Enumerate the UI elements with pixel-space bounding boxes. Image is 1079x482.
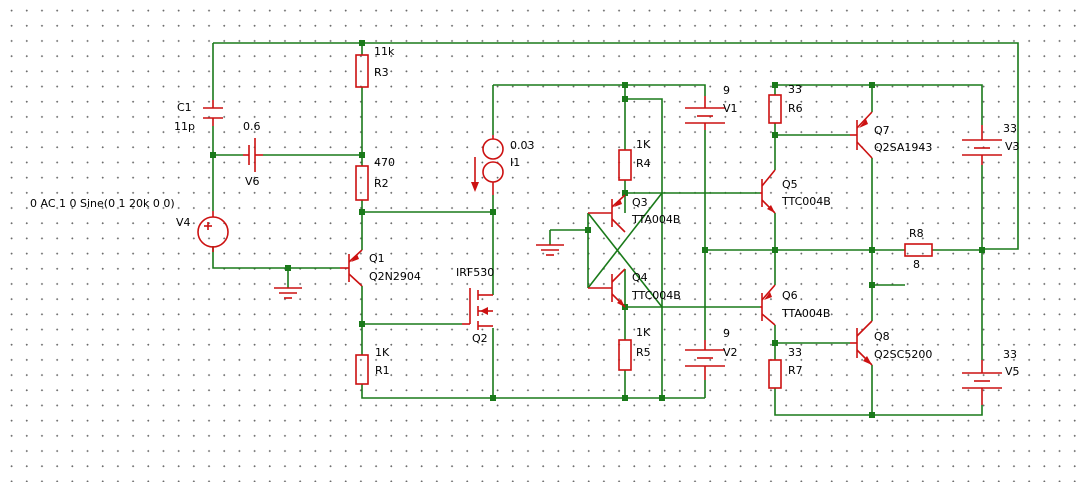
wires	[212, 42, 1019, 416]
v3-value: 33	[1003, 122, 1017, 135]
ground-symbol	[274, 287, 302, 299]
q2-model: IRF530	[456, 266, 494, 279]
v6-value: 0.6	[243, 120, 261, 133]
r5-value: 1K	[636, 326, 651, 339]
r7-value: 33	[788, 346, 802, 359]
r1-ref: R1	[375, 364, 390, 377]
i1-value: 0.03	[510, 139, 535, 152]
q7-model: Q2SA1943	[874, 141, 932, 154]
r8-value: 8	[913, 258, 920, 271]
labels: C1 11p 11k R3 0.6 V6 470 R2 0 AC 1 0 Sin…	[30, 45, 1020, 378]
resistor-r2[interactable]	[355, 165, 369, 201]
resistor-r8[interactable]	[904, 243, 933, 257]
r4-ref: R4	[636, 157, 651, 170]
v1-value: 9	[723, 84, 730, 97]
q8-model: Q2SC5200	[874, 348, 932, 361]
r3-value: 11k	[374, 45, 395, 58]
current-source-i1[interactable]	[471, 135, 504, 195]
q5-ref: Q5	[782, 178, 798, 191]
battery-v6[interactable]	[243, 138, 263, 172]
r6-value: 33	[788, 83, 802, 96]
battery-v2[interactable]	[685, 340, 725, 380]
transistor-q8[interactable]	[850, 320, 873, 366]
battery-v3[interactable]	[962, 125, 1002, 165]
q1-ref: Q1	[369, 252, 385, 265]
q5-model: TTC004B	[781, 195, 831, 208]
r1-value: 1K	[375, 346, 390, 359]
q7-ref: Q7	[874, 124, 890, 137]
q6-ref: Q6	[782, 289, 798, 302]
r8-ref: R8	[909, 227, 924, 240]
c1-value: 11p	[174, 120, 195, 133]
q4-ref: Q4	[632, 271, 648, 284]
mosfet-q2[interactable]	[462, 288, 493, 330]
r2-ref: R2	[374, 177, 389, 190]
resistor-r5[interactable]	[618, 339, 632, 371]
v2-ref: V2	[723, 346, 738, 359]
r7-ref: R7	[788, 364, 803, 377]
q2-ref: Q2	[472, 332, 488, 345]
r5-ref: R5	[636, 346, 651, 359]
resistor-r7[interactable]	[768, 359, 782, 389]
battery-v5[interactable]	[962, 360, 1002, 405]
v1-ref: V1	[723, 102, 738, 115]
ground-symbol	[536, 244, 564, 256]
junction-nodes	[210, 40, 985, 418]
v4-value: 0 AC 1 0 Sine(0 1 20k 0 0)	[30, 197, 175, 210]
v5-value: 33	[1003, 348, 1017, 361]
transistor-q1[interactable]	[340, 249, 363, 287]
c1-ref: C1	[177, 101, 192, 114]
r4-value: 1K	[636, 138, 651, 151]
q8-ref: Q8	[874, 330, 890, 343]
resistor-r1[interactable]	[355, 354, 369, 385]
v6-ref: V6	[245, 175, 260, 188]
r2-value: 470	[374, 156, 395, 169]
q3-ref: Q3	[632, 196, 648, 209]
transistor-q6[interactable]	[760, 284, 776, 326]
transistor-q3[interactable]	[588, 194, 626, 233]
resistor-r6[interactable]	[768, 94, 782, 124]
i1-ref: I1	[510, 156, 520, 169]
r3-ref: R3	[374, 66, 389, 79]
transistor-q5[interactable]	[760, 169, 776, 214]
v2-value: 9	[723, 327, 730, 340]
q6-model: TTA004B	[781, 307, 830, 320]
q4-model: TTC004B	[631, 289, 681, 302]
v5-ref: V5	[1005, 365, 1020, 378]
v3-ref: V3	[1005, 140, 1020, 153]
v4-ref: V4	[176, 216, 191, 229]
resistor-r4[interactable]	[618, 149, 632, 181]
q1-model: Q2N2904	[369, 270, 421, 283]
capacitor-c1[interactable]	[203, 100, 223, 126]
sine-source-v4[interactable]	[197, 211, 229, 252]
transistor-q4[interactable]	[588, 268, 626, 308]
transistor-q7[interactable]	[850, 111, 873, 159]
q3-model: TTA004B	[631, 213, 680, 226]
r6-ref: R6	[788, 102, 803, 115]
resistor-r3[interactable]	[355, 54, 369, 88]
battery-v1[interactable]	[685, 96, 725, 130]
